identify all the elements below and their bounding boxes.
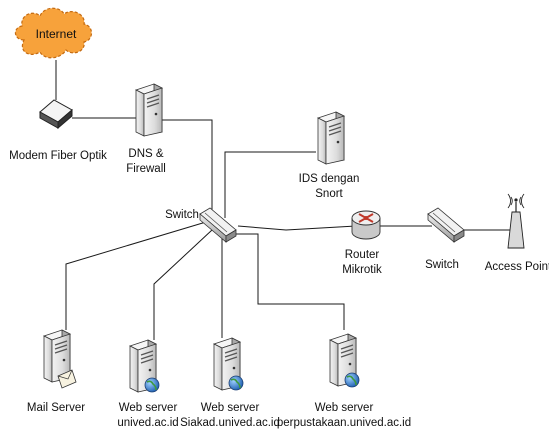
switch-icon (427, 207, 465, 243)
web-server-2-node: Web server Siakad.unived.ac.id (180, 337, 280, 429)
internet-node: Internet (14, 7, 93, 59)
ids-node: IDS dengan Snort (299, 111, 360, 200)
modem-icon (39, 99, 73, 130)
web3-label-line1: Web server (315, 402, 374, 414)
router-label-line2: Mikrotik (342, 264, 382, 276)
web2-label-line1: Web server (201, 402, 260, 414)
modem-label: Modem Fiber Optik (9, 150, 107, 162)
link-switch-router (237, 225, 357, 231)
switch2-node: Switch (425, 207, 465, 271)
ids-label-line1: IDS dengan (299, 173, 360, 185)
router-label-line1: Router (345, 249, 380, 261)
cloud-icon (14, 7, 93, 59)
router-node: Router Mikrotik (342, 210, 382, 276)
access-point-icon (507, 193, 525, 249)
globe-icon (228, 375, 244, 391)
dns-label-line1: DNS & (128, 148, 163, 160)
link-dns-switch (154, 119, 213, 212)
web-server-1-node: Web server unived.ac.id (117, 339, 179, 429)
web1-label-line1: Web server (119, 402, 178, 414)
core-switch-label: Switch (165, 209, 199, 221)
mail-server-node: Mail Server (27, 329, 85, 414)
link-switch-web1 (153, 229, 213, 340)
core-switch-node: Switch (165, 207, 237, 243)
dns-firewall-node: DNS & Firewall (126, 83, 166, 175)
web-server-3-node: Web server perpustakaan.unived.ac.id (277, 333, 411, 429)
globe-icon (144, 377, 160, 393)
dns-label-line2: Firewall (126, 163, 166, 175)
access-point-label: Access Point (485, 261, 549, 273)
link-switch-mail (65, 221, 207, 330)
switch-icon (199, 207, 237, 243)
globe-icon (344, 372, 360, 388)
internet-label: Internet (36, 27, 77, 41)
server-icon (135, 83, 163, 137)
links (55, 60, 512, 340)
router-icon (351, 210, 381, 240)
link-switch-web3 (230, 233, 345, 330)
mail-server-label: Mail Server (27, 402, 85, 414)
web3-label-line2: perpustakaan.unived.ac.id (277, 417, 411, 429)
server-icon (317, 111, 345, 165)
ids-label-line2: Snort (315, 188, 343, 200)
web2-label-line2: Siakad.unived.ac.id (180, 417, 280, 429)
mail-icon (57, 369, 77, 389)
web1-label-line2: unived.ac.id (117, 417, 178, 429)
switch2-label: Switch (425, 259, 459, 271)
access-point-node: Access Point (485, 193, 549, 273)
link-ids-switch (224, 151, 316, 218)
modem-node: Modem Fiber Optik (9, 99, 107, 162)
